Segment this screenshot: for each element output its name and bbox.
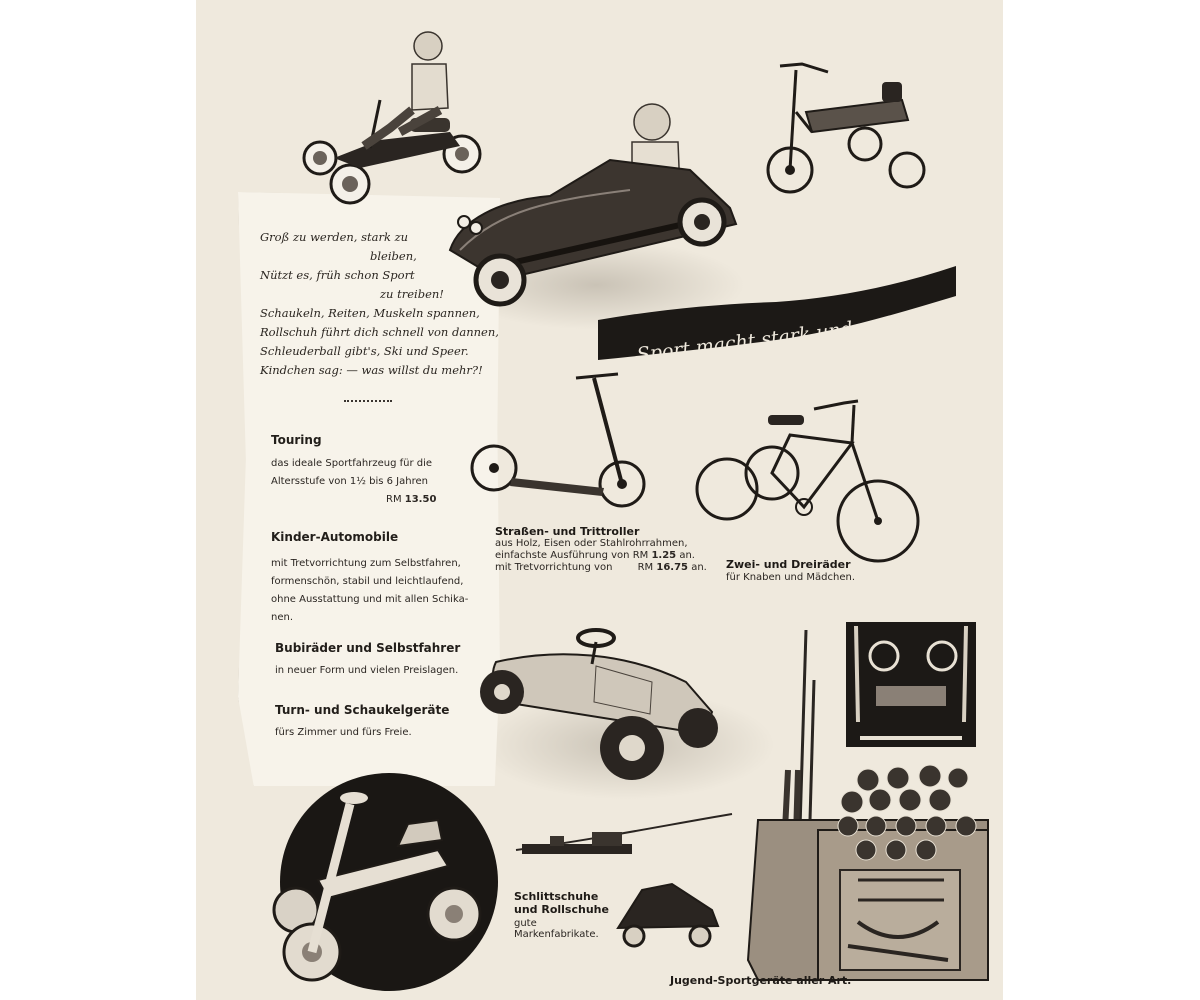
- caption-title-youth-sports: Jugend-Sportgeräte aller Art.: [670, 974, 852, 987]
- caption-text-skates: gute Markenfabrikate.: [514, 918, 599, 940]
- racing-pedal-car-illustration: [480, 628, 718, 780]
- rings-trapeze-illustration: [846, 622, 976, 747]
- caption-title-roller: Straßen- und Trittroller: [495, 525, 640, 538]
- caption-text-bikes: für Knaben und Mädchen.: [726, 572, 855, 583]
- poem-line: Schaukeln, Reiten, Muskeln spannen,: [260, 306, 480, 320]
- section-text-kinder-automobile: mit Tretvorrichtung zum Selbstfahren, fo…: [271, 558, 469, 623]
- poem: Groß zu werden, stark zu bleiben, Nützt …: [260, 228, 520, 380]
- poem-line: Schleuderball gibt's, Ski und Speer.: [260, 344, 469, 358]
- ornament-divider: [344, 400, 392, 405]
- poem-line: bleiben,: [370, 249, 417, 263]
- section-title-turngeraete: Turn- und Schaukelgeräte: [275, 703, 450, 717]
- section-title-bubiraeder: Bubiräder und Selbstfahrer: [275, 641, 461, 655]
- paper-note: [238, 192, 500, 786]
- skates-illustration: [515, 813, 733, 948]
- section-title-kinder-automobile: Kinder-Automobile: [271, 530, 399, 544]
- caption-title-skates: Schlittschuhe und Rollschuhe: [514, 890, 609, 916]
- catalog-page: Groß zu werden, stark zu bleiben, Nützt …: [196, 0, 1003, 1000]
- price-touring: 13.50: [404, 494, 437, 505]
- bubirad-illustration: [272, 792, 482, 982]
- youth-sports-equipment-illustration: [746, 629, 989, 981]
- poem-line: Kindchen sag: — was willst du mehr?!: [260, 363, 483, 377]
- kinder-automobile-illustration: [448, 103, 738, 307]
- bicycles-illustration: [695, 399, 920, 563]
- section-text-touring: das ideale Sportfahrzeug für die Alterss…: [271, 458, 437, 505]
- tricycle-illustration: [766, 62, 926, 194]
- section-text-turngeraete: fürs Zimmer und fürs Freie.: [275, 727, 412, 738]
- caption-text-roller: aus Holz, Eisen oder Stahlrohrrahmen, ei…: [495, 538, 707, 573]
- banner-ribbon: Sport macht stark und gesund!: [598, 266, 956, 366]
- poem-line: Rollschuh führt dich schnell von dannen,: [260, 325, 499, 339]
- touring-pedal-car-illustration: [302, 31, 482, 205]
- section-text-bubiraeder: in neuer Form und vielen Preislagen.: [275, 665, 459, 676]
- poem-line: zu treiben!: [380, 287, 444, 301]
- poem-line: Groß zu werden, stark zu: [260, 230, 409, 244]
- section-title-touring: Touring: [271, 433, 322, 447]
- caption-title-bikes: Zwei- und Dreiräder: [726, 558, 851, 571]
- poem-line: Nützt es, früh schon Sport: [260, 268, 415, 282]
- scooter-illustration: [470, 372, 646, 508]
